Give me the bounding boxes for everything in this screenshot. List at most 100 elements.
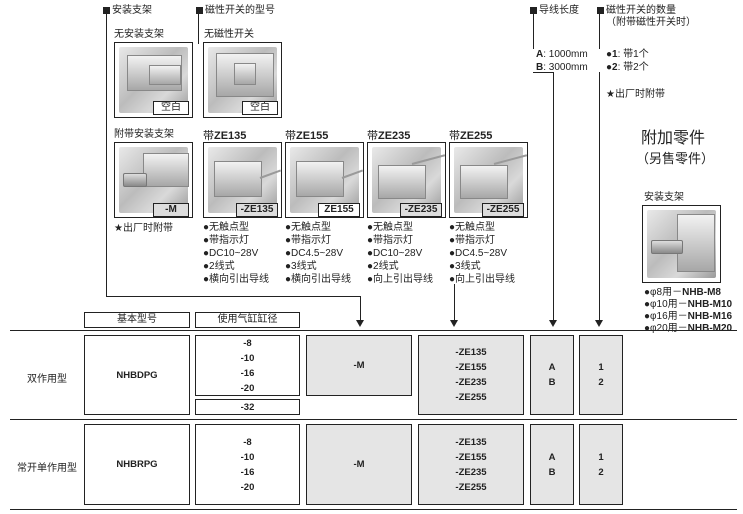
spec-item: ●DC10~28V — [367, 248, 423, 259]
qty-value: 1 — [598, 451, 604, 463]
switch-title-prefix: 带 — [449, 130, 460, 142]
switch-value: -ZE155 — [455, 451, 487, 463]
accessory-prefix: ●φ16用－ — [644, 311, 688, 322]
switch-title-code: ZE255 — [460, 130, 493, 142]
bore-value: -8 — [243, 337, 252, 349]
accessories-list: ●φ8用－NHB-M8 ●φ10用－NHB-M10 ●φ16用－NHB-M16 … — [644, 287, 732, 335]
accessory-prefix: ●φ20用－ — [644, 323, 688, 334]
connector-line — [533, 72, 553, 73]
bracket-value: -M — [353, 360, 365, 371]
qty-value: 1 — [598, 362, 604, 373]
switch-tag: -ZE135 — [236, 203, 278, 217]
square-bullet-icon — [196, 7, 203, 14]
spec-item: ●2线式 — [367, 261, 399, 272]
spec-item: ●无触点型 — [203, 222, 250, 233]
col-header-bore: 使用气缸缸径 — [195, 312, 300, 328]
accessories-subtitle: （另售零件） — [636, 151, 715, 166]
bore-value: -20 — [240, 481, 255, 493]
model-cell: NHBDPG — [84, 335, 190, 415]
spec-item: ●横向引出导线 — [285, 274, 352, 285]
accessories-photo-label: 安装支架 — [644, 192, 684, 203]
section-qty-header: 磁性开关的数量 — [597, 1, 676, 16]
lead-value: B — [548, 466, 556, 478]
qty-code: ●1 — [606, 49, 618, 60]
bore-cell-extra: -32 — [195, 399, 300, 415]
switch-variant-ze235: 带ZE235 -ZE235 ●无触点型 ●带指示灯 ●DC10~28V ●2线式… — [367, 128, 446, 285]
model-cell: NHBRPG — [84, 424, 190, 505]
switch-value: -ZE135 — [455, 436, 487, 448]
bore-value: -8 — [243, 436, 252, 448]
qty-code: ●2 — [606, 62, 618, 73]
spec-item: ●DC10~28V — [203, 248, 259, 259]
accessory-item: ●φ20用－NHB-M20 — [644, 323, 732, 335]
accessory-code: NHB-M16 — [687, 311, 733, 322]
connector-line — [198, 7, 199, 44]
qty-value: 2 — [598, 466, 604, 478]
bore-value: -20 — [240, 382, 255, 394]
bracket-none-tag: 空白 — [153, 101, 189, 115]
accessory-item: ●φ10用－NHB-M10 — [644, 299, 732, 311]
section-lead-text: 导线长度 — [539, 5, 579, 16]
spec-item: ●无触点型 — [367, 222, 414, 233]
section-bracket-header: 安装支架 — [103, 1, 152, 16]
table-bottom-rule — [10, 509, 737, 510]
accessory-item: ●φ16用－NHB-M16 — [644, 311, 732, 323]
square-bullet-icon — [597, 7, 604, 14]
arrow-down-icon — [595, 320, 603, 327]
accessory-item: ●φ8用－NHB-M8 — [644, 287, 732, 299]
accessory-code: NHB-M20 — [687, 323, 733, 334]
bore-cell: -8 -10 -16 -20 — [195, 335, 300, 396]
bracket-none-label: 无安装支架 — [114, 29, 164, 40]
spec-item: ●DC4.5~28V — [449, 248, 508, 259]
connector-line — [454, 284, 455, 323]
switch-none-label: 无磁性开关 — [204, 29, 254, 40]
accessories-photo — [642, 205, 721, 283]
switch-variant-ze135: 带ZE135 -ZE135 ●无触点型 ●带指示灯 ●DC10~28V ●2线式… — [203, 128, 282, 285]
lead-option-a: A: 1000mm — [536, 48, 588, 61]
row-type-label: 双作用型 — [27, 374, 67, 385]
switch-title: 带ZE135 — [203, 128, 246, 145]
spec-item: ●3线式 — [449, 261, 481, 272]
connector-line — [599, 72, 600, 323]
bracket-cell: -M — [306, 424, 412, 505]
lead-code: B — [536, 62, 544, 73]
switch-title: 带ZE155 — [285, 128, 328, 145]
qty-text: : 带2个 — [617, 62, 649, 73]
lead-text: : 1000mm — [543, 49, 588, 60]
lead-value: B — [548, 377, 556, 388]
section-bracket-text: 安装支架 — [112, 5, 152, 16]
switch-value: -ZE235 — [455, 377, 487, 388]
switch-none-tag: 空白 — [242, 101, 278, 115]
col-header-basic: 基本型号 — [84, 312, 190, 328]
switch-variant-ze255: 带ZE255 -ZE255 ●无触点型 ●带指示灯 ●DC4.5~28V ●3线… — [449, 128, 528, 285]
switch-value: -ZE235 — [455, 466, 487, 478]
spec-item: ●无触点型 — [285, 222, 332, 233]
qty-option-2: ●2: 带2个 — [606, 61, 649, 74]
spec-item: ●横向引出导线 — [203, 274, 270, 285]
lead-value: A — [548, 362, 556, 373]
spec-item: ●带指示灯 — [203, 235, 250, 246]
switch-specs: ●无触点型 ●带指示灯 ●DC4.5~28V ●3线式 ●横向引出导线 — [285, 221, 351, 286]
arrow-down-icon — [356, 320, 364, 327]
spec-item: ●3线式 — [285, 261, 317, 272]
switch-tag: -ZE255 — [482, 203, 524, 217]
spec-item: ●带指示灯 — [367, 235, 414, 246]
switch-title-prefix: 带 — [203, 130, 214, 142]
section-switch-model-text: 磁性开关的型号 — [205, 5, 275, 16]
lead-cell: A B — [530, 424, 574, 505]
switch-specs: ●无触点型 ●带指示灯 ●DC4.5~28V ●3线式 ●向上引出导线 — [449, 221, 515, 286]
switch-title-code: ZE235 — [378, 130, 411, 142]
lead-cell: A B — [530, 335, 574, 415]
section-qty-subheader: （附带磁性开关时） — [606, 17, 696, 28]
bore-value: -10 — [240, 352, 255, 364]
switch-value: -ZE255 — [455, 392, 487, 403]
switch-value: -ZE135 — [455, 347, 487, 358]
lead-code: A — [536, 49, 544, 60]
lead-text: : 3000mm — [543, 62, 588, 73]
qty-cell: 1 2 — [579, 335, 623, 415]
accessory-prefix: ●φ10用－ — [644, 299, 688, 310]
connector-line — [533, 7, 534, 49]
bracket-none-photo: 空白 — [114, 42, 193, 118]
connector-line — [599, 7, 600, 49]
section-switch-model-header: 磁性开关的型号 — [196, 1, 275, 16]
